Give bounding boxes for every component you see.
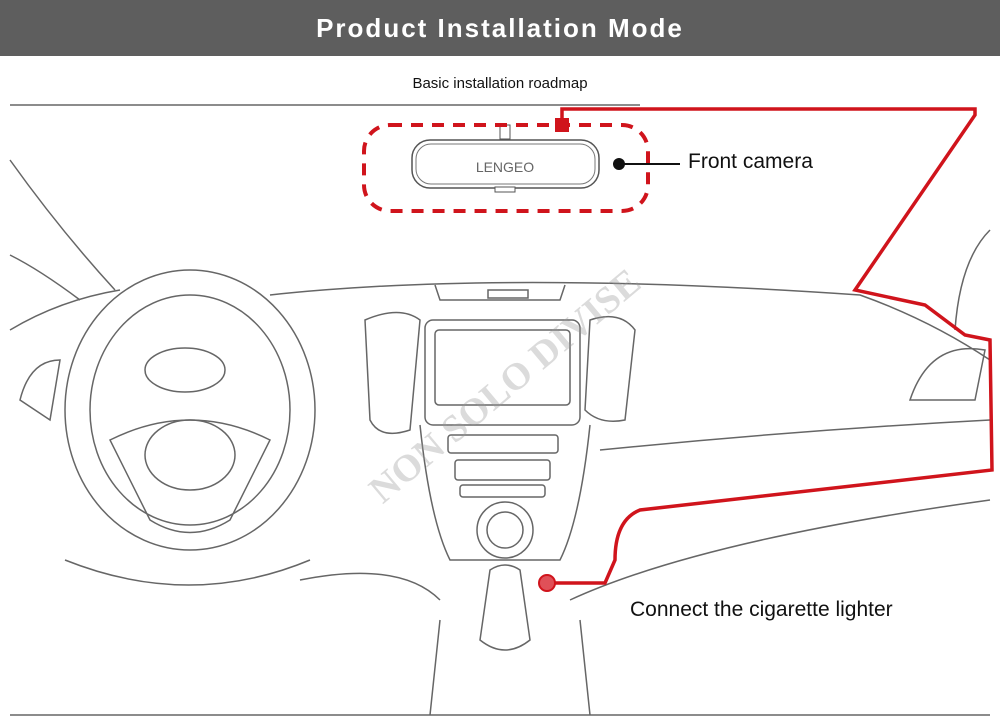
- mirror-brand-text: LENGEO: [476, 159, 534, 175]
- car-interior-lineart: [9, 104, 991, 716]
- power-cable-route: [550, 107, 994, 585]
- cigarette-lighter-label: Connect the cigarette lighter: [630, 598, 893, 621]
- cigarette-lighter-socket-icon: [538, 574, 556, 592]
- cable-connector-icon: [555, 118, 569, 132]
- diagram-subtitle: Basic installation roadmap: [412, 75, 588, 92]
- front-camera-highlight: [362, 123, 650, 213]
- front-camera-label: Front camera: [688, 150, 813, 173]
- header-bar: Product Installation Mode: [0, 0, 1000, 56]
- page-title: Product Installation Mode: [316, 12, 684, 43]
- rearview-mirror: LENGEO: [411, 124, 600, 193]
